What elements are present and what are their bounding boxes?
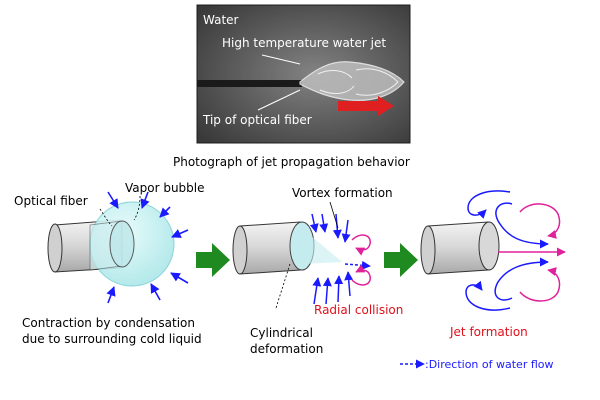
label-optical-fiber: Optical fiber <box>14 194 88 208</box>
stage2-vortex-arrows <box>351 234 371 286</box>
label-cylindrical-line1: Cylindrical <box>250 326 313 340</box>
photo-fiber <box>197 80 302 87</box>
label-contraction-line2: due to surrounding cold liquid <box>22 332 202 346</box>
photo-jet-arrow <box>338 96 394 116</box>
stage-arrow-2 <box>384 243 418 277</box>
label-vortex-formation: Vortex formation <box>292 186 393 200</box>
jet-photograph: Water High temperature water jet Tip of … <box>196 4 411 144</box>
label-jet-formation: Jet formation <box>449 325 528 339</box>
photo-label-tip: Tip of optical fiber <box>202 113 312 127</box>
stage3-jet-formation: Jet formation <box>420 190 566 339</box>
label-radial-collision: Radial collision <box>314 303 403 317</box>
stage2-vortex-formation: Vortex formation Radial collision Cylind… <box>232 186 403 356</box>
stage3-vortex-arrows <box>498 203 566 302</box>
stage-arrow-1 <box>196 243 230 277</box>
stage1-bubble-contraction: Optical fiber Vapor bubble Contraction b… <box>14 181 205 346</box>
legend-text: :Direction of water flow <box>425 358 554 371</box>
stage3-flow-arrows <box>465 190 549 311</box>
label-vapor-bubble: Vapor bubble <box>125 181 205 195</box>
flow-legend: :Direction of water flow <box>400 358 554 371</box>
photo-caption: Photograph of jet propagation behavior <box>173 155 410 169</box>
photo-label-water: Water <box>203 13 239 27</box>
label-contraction-line1: Contraction by condensation <box>22 316 195 330</box>
photo-label-jet: High temperature water jet <box>222 36 386 50</box>
label-cylindrical-line2: deformation <box>250 342 323 356</box>
stage1-inward-arrows <box>106 191 189 304</box>
